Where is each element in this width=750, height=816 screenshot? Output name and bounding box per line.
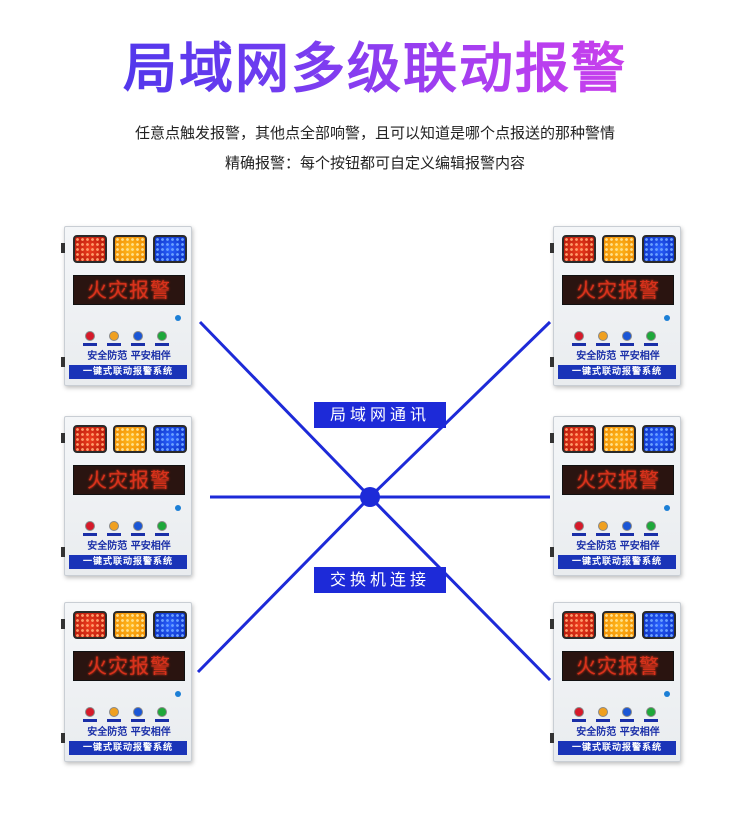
alarm-button-red[interactable] <box>85 707 95 717</box>
device-slogan: 安全防范 平安相伴 <box>87 351 171 362</box>
indicator-light-icon <box>175 505 181 511</box>
alarm-button-orange[interactable] <box>598 521 608 531</box>
led-display: 火灾报警 <box>562 651 674 681</box>
alarm-button-green[interactable] <box>157 331 167 341</box>
alarm-button-blue[interactable] <box>133 707 143 717</box>
amber-lamp-icon <box>113 235 147 263</box>
alarm-button-orange[interactable] <box>598 707 608 717</box>
blue-lamp-icon <box>153 425 187 453</box>
alarm-button-red[interactable] <box>85 331 95 341</box>
red-lamp-icon <box>73 425 107 453</box>
alarm-button-orange[interactable] <box>109 707 119 717</box>
indicator-light-icon <box>664 315 670 321</box>
alarm-button-green[interactable] <box>646 707 656 717</box>
indicator-light-icon <box>175 691 181 697</box>
red-lamp-icon <box>73 235 107 263</box>
blue-lamp-icon <box>642 611 676 639</box>
amber-lamp-icon <box>113 425 147 453</box>
device-footer: 一键式联动报警系统 <box>558 555 676 569</box>
device-footer: 一键式联动报警系统 <box>69 555 187 569</box>
page-title: 局域网多级联动报警 <box>0 24 750 103</box>
red-lamp-icon <box>562 235 596 263</box>
led-display: 火灾报警 <box>562 465 674 495</box>
amber-lamp-icon <box>602 235 636 263</box>
led-display: 火灾报警 <box>73 275 185 305</box>
device-slogan: 安全防范 平安相伴 <box>87 541 171 552</box>
indicator-light-icon <box>664 691 670 697</box>
alarm-button-red[interactable] <box>574 707 584 717</box>
alarm-device-top-right: 火灾报警 安全防范 平安相伴 一键式联动报警系统 <box>550 226 681 386</box>
alarm-button-green[interactable] <box>646 521 656 531</box>
alarm-button-blue[interactable] <box>622 707 632 717</box>
alarm-device-bottom-right: 火灾报警 安全防范 平安相伴 一键式联动报警系统 <box>550 602 681 762</box>
amber-lamp-icon <box>602 611 636 639</box>
device-slogan: 安全防范 平安相伴 <box>576 727 660 738</box>
led-display: 火灾报警 <box>73 465 185 495</box>
blue-lamp-icon <box>642 425 676 453</box>
alarm-button-orange[interactable] <box>109 521 119 531</box>
device-slogan: 安全防范 平安相伴 <box>576 351 660 362</box>
device-footer: 一键式联动报警系统 <box>558 741 676 755</box>
device-slogan: 安全防范 平安相伴 <box>576 541 660 552</box>
blue-lamp-icon <box>642 235 676 263</box>
indicator-light-icon <box>175 315 181 321</box>
amber-lamp-icon <box>113 611 147 639</box>
alarm-button-red[interactable] <box>85 521 95 531</box>
led-display: 火灾报警 <box>73 651 185 681</box>
red-lamp-icon <box>562 425 596 453</box>
alarm-button-blue[interactable] <box>133 521 143 531</box>
blue-lamp-icon <box>153 611 187 639</box>
alarm-button-red[interactable] <box>574 331 584 341</box>
device-footer: 一键式联动报警系统 <box>69 741 187 755</box>
alarm-button-blue[interactable] <box>133 331 143 341</box>
led-display: 火灾报警 <box>562 275 674 305</box>
alarm-button-red[interactable] <box>574 521 584 531</box>
link-line-bottom-right <box>368 495 552 682</box>
alarm-device-middle-left: 火灾报警 安全防范 平安相伴 一键式联动报警系统 <box>61 416 192 576</box>
alarm-button-orange[interactable] <box>109 331 119 341</box>
alarm-button-green[interactable] <box>646 331 656 341</box>
subtitle-line-1: 任意点触发报警，其他点全部响警，且可以知道是哪个点报送的那种警情 <box>134 124 615 142</box>
alarm-button-green[interactable] <box>157 707 167 717</box>
link-line-bottom-left <box>196 495 372 674</box>
alarm-button-blue[interactable] <box>622 521 632 531</box>
subtitle-line-2: 精确报警：每个按钮都可自定义编辑报警内容 <box>224 154 525 172</box>
switch-node <box>360 487 380 507</box>
alarm-button-green[interactable] <box>157 521 167 531</box>
alarm-button-blue[interactable] <box>622 331 632 341</box>
alarm-device-top-left: 火灾报警 安全防范 平安相伴 一键式联动报警系统 <box>61 226 192 386</box>
switch-connection-label: 交换机连接 <box>314 567 446 593</box>
indicator-light-icon <box>664 505 670 511</box>
link-line-top-left <box>198 320 372 499</box>
amber-lamp-icon <box>602 425 636 453</box>
link-line-top-right <box>368 320 552 499</box>
lan-communication-label: 局域网通讯 <box>314 402 446 428</box>
alarm-button-orange[interactable] <box>598 331 608 341</box>
alarm-device-middle-right: 火灾报警 安全防范 平安相伴 一键式联动报警系统 <box>550 416 681 576</box>
alarm-device-bottom-left: 火灾报警 安全防范 平安相伴 一键式联动报警系统 <box>61 602 192 762</box>
device-footer: 一键式联动报警系统 <box>69 365 187 379</box>
red-lamp-icon <box>562 611 596 639</box>
device-footer: 一键式联动报警系统 <box>558 365 676 379</box>
red-lamp-icon <box>73 611 107 639</box>
device-slogan: 安全防范 平安相伴 <box>87 727 171 738</box>
blue-lamp-icon <box>153 235 187 263</box>
